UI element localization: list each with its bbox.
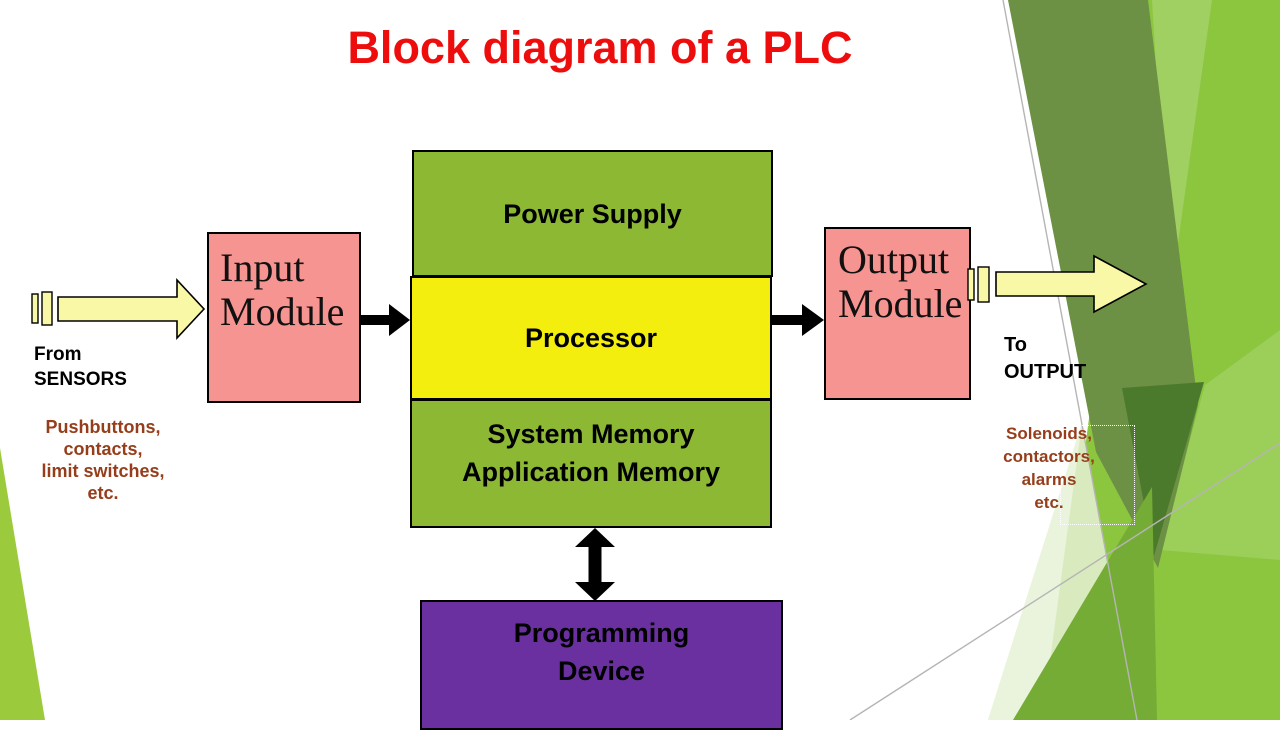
input-to-processor-arrow-head (389, 304, 410, 336)
output-arrow-body (995, 254, 1148, 314)
to-output-label: To OUTPUT (1004, 332, 1086, 386)
sensor-arrow-bar-2 (41, 291, 53, 326)
processor-label: Processor (524, 323, 658, 353)
input-module-label-line1: Input (220, 245, 305, 290)
programming-device-label-line2: Device (557, 656, 646, 686)
processor-to-output-arrow-shaft (772, 315, 803, 325)
to-output-line1: To (1004, 334, 1027, 356)
input-module-label-line2: Module (220, 289, 345, 334)
page-title: Block diagram of a PLC (347, 22, 853, 73)
system-memory-label-line2: Application Memory (461, 457, 721, 487)
power-supply-block: Power Supply (412, 150, 773, 277)
processor-to-output-arrow-head (802, 304, 824, 336)
system-memory-label-line1: System Memory (487, 419, 695, 449)
memory-programming-arrow-shaft (588, 543, 602, 586)
power-supply-label: Power Supply (503, 198, 682, 229)
output-devices-list: Solenoids, contactors, alarms etc. (974, 422, 1124, 514)
input-devices-list: Pushbuttons, contacts, limit switches, e… (18, 416, 188, 504)
input-devices-line: contacts, (63, 439, 143, 459)
processor-to-output-arrow (772, 304, 824, 336)
system-memory-block: System Memory Application Memory (410, 399, 772, 528)
memory-programming-arrow (575, 528, 615, 601)
output-devices-line: Solenoids, (1006, 424, 1092, 443)
sensor-arrow-bar-1 (31, 293, 39, 324)
from-sensors-line2: SENSORS (34, 369, 127, 390)
output-devices-line: alarms (1021, 470, 1077, 489)
output-arrow-bar-1 (967, 268, 975, 301)
to-output-line2: OUTPUT (1004, 361, 1087, 383)
memory-programming-arrow-head-bottom (575, 582, 615, 601)
input-module-block: Input Module (207, 232, 361, 403)
programming-device-block: Programming Device (420, 600, 783, 730)
from-sensors-line1: From (34, 344, 82, 365)
output-devices-line: etc. (1034, 493, 1064, 512)
input-to-processor-arrow (361, 304, 410, 336)
output-devices-line: contactors, (1003, 447, 1095, 466)
input-devices-line: limit switches, (41, 461, 165, 481)
input-to-processor-arrow-shaft (361, 315, 390, 325)
input-devices-line: Pushbuttons, (45, 417, 161, 437)
processor-block: Processor (410, 276, 772, 400)
sensor-arrow-body (57, 278, 206, 340)
output-module-label-line2: Module (838, 281, 963, 326)
programming-device-label-line1: Programming (513, 618, 690, 648)
input-devices-line: etc. (87, 483, 119, 503)
output-module-label-line1: Output (838, 237, 950, 282)
output-arrow-bar-2 (977, 266, 990, 303)
output-module-block: Output Module (824, 227, 971, 400)
output-arrow (967, 254, 1148, 314)
memory-programming-arrow-head-top (575, 528, 615, 547)
sensor-input-arrow (31, 278, 206, 340)
from-sensors-label: From SENSORS (34, 342, 127, 392)
